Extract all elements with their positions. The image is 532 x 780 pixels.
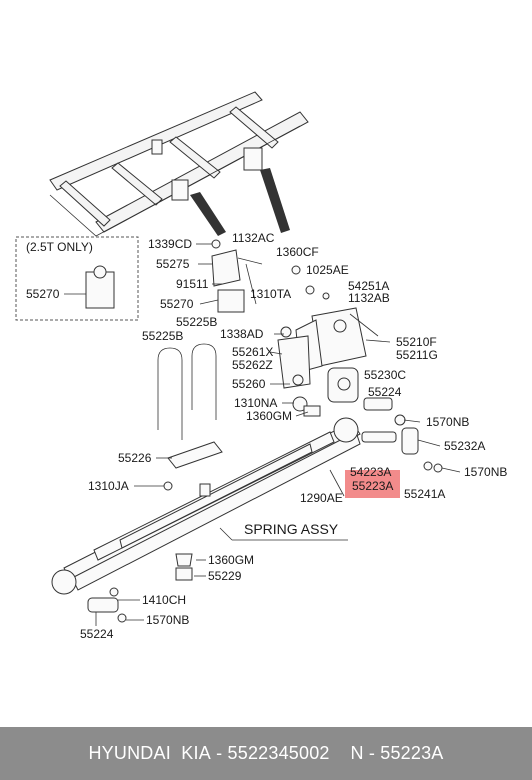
label-55230c: 55230C (364, 368, 406, 382)
label-spring-assy: SPRING ASSY (244, 521, 339, 537)
inset-2-5t: (2.5T ONLY) 55270 (15, 236, 139, 321)
label-55275: 55275 (156, 257, 190, 271)
label-55224-top: 55224 (368, 385, 402, 399)
label-1338ad: 1338AD (220, 327, 264, 341)
leaf-spring (51, 417, 361, 595)
footer-code: N - 55223A (350, 743, 444, 763)
lower-hardware (87, 481, 193, 623)
label-55260: 55260 (232, 377, 266, 391)
hanger-arrows (190, 168, 290, 236)
label-1570nb-2: 1570NB (464, 465, 507, 479)
label-55241a: 55241A (404, 487, 445, 501)
label-55261x: 55261X (232, 345, 273, 359)
footer-brand: HYUNDAI KIA (88, 743, 211, 763)
bracket-55210f (295, 307, 379, 373)
spring-plate (167, 441, 223, 469)
label-55224-bot: 55224 (80, 627, 114, 641)
label-55232a: 55232A (444, 439, 485, 453)
label-54223a: 54223A (350, 465, 391, 479)
label-55270: 55270 (160, 297, 194, 311)
leader-lines (95, 243, 461, 626)
label-1025ae: 1025AE (306, 263, 349, 277)
label-1570nb-1: 1570NB (426, 415, 469, 429)
label-1339cd: 1339CD (148, 237, 192, 251)
label-55226: 55226 (118, 451, 152, 465)
label-54251a: 54251A (348, 279, 389, 293)
label-55225b-2: 55225B (176, 315, 217, 329)
label-55225b-1: 55225B (142, 329, 183, 343)
bracket-55275 (211, 239, 263, 313)
label-1310ta: 1310TA (250, 287, 291, 301)
shackle-55230c (327, 367, 359, 403)
label-1410ch: 1410CH (142, 593, 186, 607)
label-1132ac: 1132AC (232, 231, 275, 245)
label-55270-inset: 55270 (26, 287, 60, 301)
label-1570nb-3: 1570NB (146, 613, 189, 627)
label-1360gm-top: 1360GM (246, 409, 292, 423)
labels: 1339CD 1132AC 1360CF 55275 1025AE 91511 … (80, 231, 507, 641)
label-1360cf: 1360CF (276, 245, 319, 259)
shackle-55261x (277, 326, 311, 389)
label-1290ae: 1290AE (300, 491, 343, 505)
label-1132ab: 1132AB (348, 291, 390, 305)
label-1310na: 1310NA (234, 396, 277, 410)
footer-part-number: 5522345002 (227, 743, 330, 763)
label-55210f: 55210F (396, 335, 437, 349)
inset-label: (2.5T ONLY) (26, 240, 93, 254)
label-91511: 91511 (176, 277, 209, 291)
label-1310ja: 1310JA (88, 479, 129, 493)
highlight-box (345, 470, 400, 498)
footer-bar: HYUNDAI KIA - 5522345002 N - 55223A (0, 727, 532, 780)
label-55211g: 55211G (396, 348, 438, 362)
parts-diagram: (2.5T ONLY) 55270 (15, 91, 507, 641)
label-55262z: 55262Z (232, 358, 273, 372)
label-55223a: 55223A (352, 479, 393, 493)
label-1360gm-bot: 1360GM (208, 553, 254, 567)
chassis-frame (49, 91, 309, 237)
u-bolts (157, 343, 217, 440)
label-55229: 55229 (208, 569, 242, 583)
